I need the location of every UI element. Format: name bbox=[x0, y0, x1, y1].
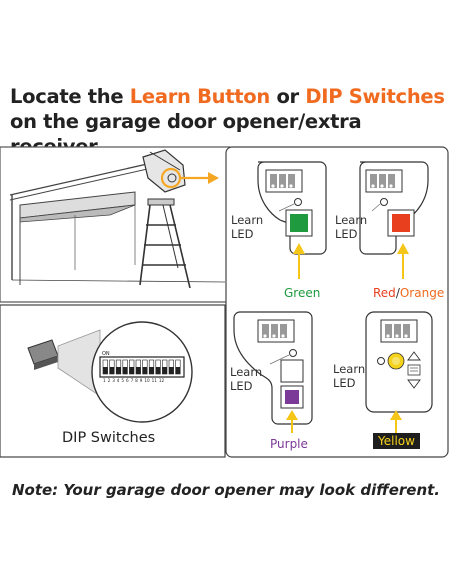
receiver-red bbox=[359, 161, 429, 279]
headline-text: or bbox=[269, 85, 306, 108]
dip-switch-lever bbox=[175, 367, 181, 374]
note: Note: Your garage door opener may look d… bbox=[11, 481, 441, 499]
dip-switch-lever bbox=[103, 367, 108, 374]
arrow-up-icon bbox=[293, 243, 305, 254]
dip-switches-label: DIP Switches bbox=[62, 430, 156, 446]
learn-button-highlight: Learn Button bbox=[129, 85, 270, 108]
dip-switch-lever bbox=[122, 367, 128, 374]
dip-switch-lever bbox=[109, 367, 115, 374]
dip-switches-highlight: DIP Switches bbox=[305, 85, 445, 108]
dip-switch-lever bbox=[169, 367, 174, 374]
receiver-yellow bbox=[365, 311, 433, 433]
dip-switch-lever bbox=[116, 367, 121, 374]
highlight-circle bbox=[160, 167, 182, 189]
receiver-green bbox=[257, 161, 327, 279]
arrow-up-icon bbox=[397, 243, 409, 254]
caption-red-orange: Red/Orange bbox=[373, 286, 445, 300]
dip-switch-magnifier bbox=[27, 321, 193, 423]
dip-on-label: ON bbox=[102, 351, 110, 357]
arrow-up-icon bbox=[390, 410, 402, 420]
caption-green: Green bbox=[284, 286, 321, 300]
dip-numbers: 1 2 3 4 5 6 7 8 9 10 11 12 bbox=[103, 378, 165, 383]
dip-switch-lever bbox=[142, 367, 148, 374]
pointer-arrow-icon bbox=[208, 172, 219, 184]
garage-illustration bbox=[0, 146, 231, 303]
headline-text: Locate the bbox=[10, 85, 130, 108]
dip-switch-lever bbox=[149, 367, 154, 374]
dip-switch-row bbox=[102, 359, 181, 375]
receiver-purple bbox=[233, 311, 313, 433]
arrow-up-icon bbox=[286, 410, 298, 420]
caption-yellow: Yellow bbox=[373, 433, 420, 449]
dip-switch-lever bbox=[155, 367, 161, 374]
caption-purple: Purple bbox=[270, 437, 308, 451]
dip-switch-lever bbox=[136, 367, 141, 374]
dip-switch-lever bbox=[129, 367, 134, 374]
dip-switch-lever bbox=[162, 367, 167, 374]
